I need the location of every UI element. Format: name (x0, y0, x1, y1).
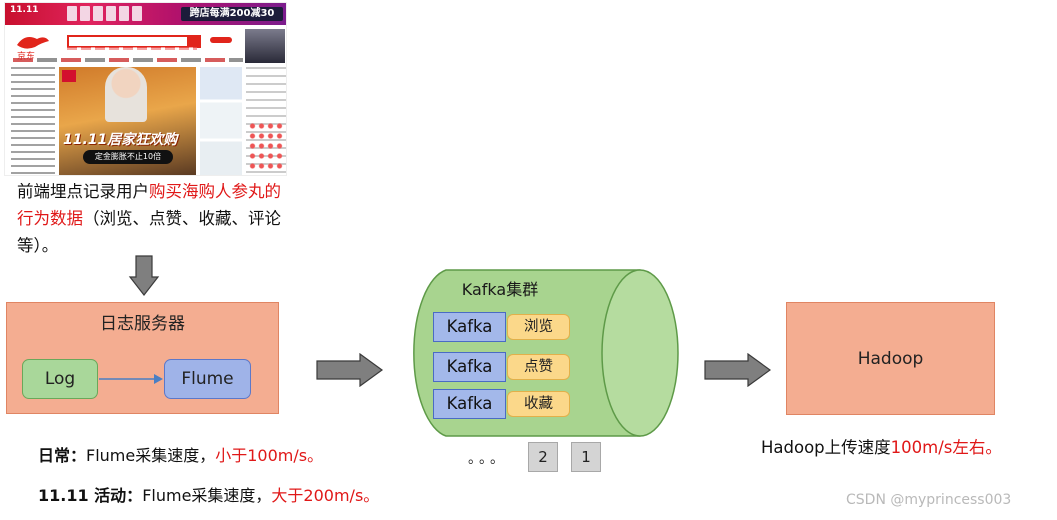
search-button (187, 35, 201, 48)
site-logo-text: 京东 (17, 52, 36, 62)
hadoop-note-prefix: Hadoop上传速度 (761, 438, 891, 457)
banner-product-thumbs (67, 6, 145, 25)
kafka-topic-tag: 收藏 (507, 391, 570, 417)
banner-logo: 11.11 (10, 5, 39, 15)
kafka-topic-tag: 浏览 (507, 314, 570, 340)
kafka-topic-name: Kafka (433, 312, 506, 342)
partition-ellipsis: 。。。 (468, 451, 508, 467)
hero-button: 定金膨胀不止10倍 (83, 150, 173, 164)
down-arrow-icon (128, 255, 160, 296)
kafka-topic-name: Kafka (433, 389, 506, 419)
daily-text: Flume采集速度， (86, 446, 216, 465)
jd-storefront-screenshot: 11.11 跨店每满200减30 京东 11.11居家狂欢购 定金膨胀不止10倍 (4, 2, 287, 176)
event-text: Flume采集速度， (142, 486, 272, 505)
event-speed-note: 11.11 活动：Flume采集速度，大于200m/s。 (38, 482, 379, 506)
promo-logo (210, 37, 232, 43)
category-menu (11, 67, 55, 175)
hadoop-note-value: 100m/s左右。 (890, 438, 1002, 457)
hero-title: 11.11居家狂欢购 (63, 132, 178, 148)
partition-box: 2 (528, 442, 558, 472)
partition-box: 1 (571, 442, 601, 472)
side-promo-image (245, 29, 285, 63)
search-hot-links (67, 47, 197, 50)
event-label: 11.11 活动： (38, 486, 143, 505)
log-to-flume-arrow-icon (99, 374, 163, 384)
right-arrow-icon (316, 353, 384, 387)
daily-label: 日常： (38, 446, 87, 465)
hero-person-image (105, 67, 147, 122)
service-icons-grid (248, 121, 284, 173)
daily-value: 小于100m/s。 (215, 446, 324, 465)
flume-node: Flume (164, 359, 251, 399)
event-value: 大于200m/s。 (271, 486, 380, 505)
hero-badge (62, 70, 76, 82)
log-server-title: 日志服务器 (100, 314, 185, 334)
jd-dog-logo-icon (17, 37, 49, 49)
watermark: CSDN @myprincess003 (846, 492, 1012, 508)
hadoop-speed-note: Hadoop上传速度100m/s左右。 (761, 434, 1002, 458)
log-node: Log (22, 359, 98, 399)
caption-highlight: 购买海购人参丸的行为数据 (17, 182, 281, 228)
caption-part1: 前端埋点记录用户 (17, 182, 149, 201)
daily-speed-note: 日常：Flume采集速度，小于100m/s。 (38, 442, 323, 466)
caption-part3: （浏览、点赞、收藏、评论等）。 (17, 209, 281, 255)
middle-product-column (200, 67, 242, 175)
right-arrow-icon (704, 353, 772, 387)
tracking-caption: 前端埋点记录用户购买海购人参丸的行为数据（浏览、点赞、收藏、评论等）。 (17, 178, 297, 259)
kafka-cluster-title: Kafka集群 (461, 280, 539, 299)
hadoop-box: Hadoop (786, 302, 995, 415)
category-nav (13, 58, 243, 62)
kafka-topic-name: Kafka (433, 352, 506, 382)
banner-promo-text: 跨店每满200减30 (181, 7, 283, 21)
kafka-topic-tag: 点赞 (507, 354, 570, 380)
